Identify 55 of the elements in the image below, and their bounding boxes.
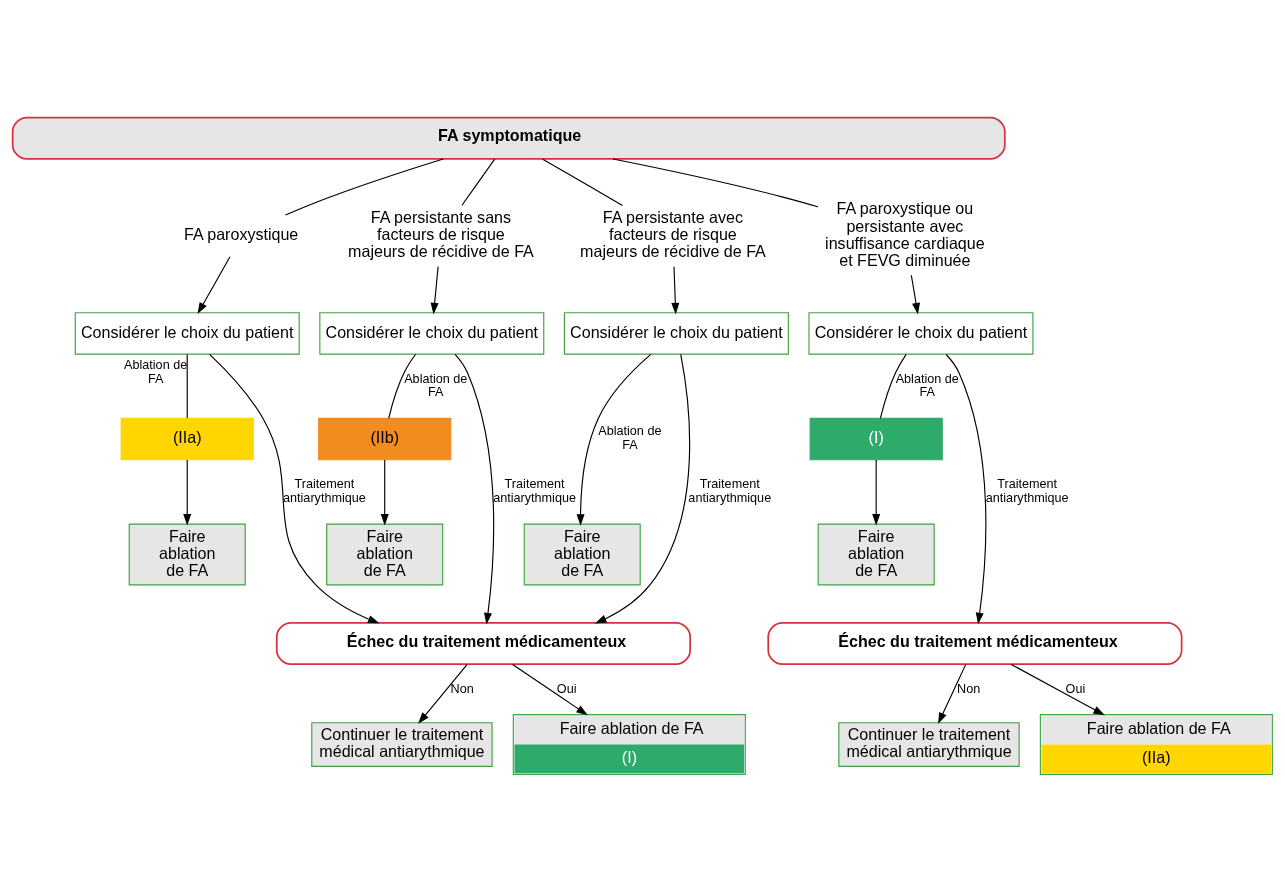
node-box: Échec du traitement médicamenteux <box>767 621 1183 665</box>
arrow <box>418 663 468 724</box>
node-box: FA symptomatique <box>11 116 1006 160</box>
edge-label: Oui <box>556 681 577 696</box>
node-box: Faire ablation de FA <box>326 523 444 585</box>
arrow <box>945 353 987 624</box>
node-box: Continuer le traitement médical antiarythmique <box>311 721 493 767</box>
connector <box>186 353 188 419</box>
edge-label: Traitement antiarythmique <box>493 476 576 505</box>
node-box: (IIb) <box>318 417 452 460</box>
node-text: FA persistante avec facteurs de risque majeurs de récidive de FA <box>580 207 766 260</box>
edge-label: Traitement antiarythmique <box>283 476 366 505</box>
node-box: Faire ablation de FA <box>523 523 641 585</box>
node-box: Faire ablation de FA <box>817 523 935 585</box>
connector <box>284 157 444 216</box>
arrow <box>430 265 439 314</box>
node-text: FA paroxystique <box>184 224 299 243</box>
arrow <box>938 663 967 724</box>
node-box: Considérer le choix du patient <box>808 311 1034 355</box>
arrow <box>454 353 495 624</box>
node-text: FA paroxystique ou persistante avec insuffisance cardiaque et FEVG diminuée <box>825 198 985 269</box>
connector <box>461 158 496 206</box>
connector <box>542 158 623 206</box>
arrow <box>671 265 680 314</box>
node-box: Faire ablation de FA <box>128 523 246 585</box>
arrow <box>1010 663 1105 715</box>
node-box: Continuer le traitement médical antiarythmique <box>838 721 1020 767</box>
edge-label: Ablation de FA <box>895 371 959 399</box>
arrow <box>872 458 881 525</box>
node-box: Considérer le choix du patient <box>563 311 789 355</box>
arrow <box>209 353 380 623</box>
arrow <box>380 458 389 525</box>
arrow <box>183 458 192 525</box>
arrow <box>576 353 652 526</box>
edge-label: Ablation de FA <box>124 357 188 386</box>
node-box: (IIa) <box>120 417 254 460</box>
edge-label: Ablation de FA <box>404 371 468 399</box>
edge-label: Traitement antiarythmique <box>688 476 772 505</box>
edge-label: Ablation de FA <box>598 423 662 452</box>
node-box: Considérer le choix du patient <box>319 311 545 355</box>
node-box: (I) <box>809 417 943 460</box>
arrow <box>595 353 691 623</box>
node-text: FA persistante sans facteurs de risque majeurs de récidive de FA <box>348 207 534 260</box>
arrow <box>512 663 588 715</box>
connector <box>388 353 417 419</box>
edge-label: Traitement antiarythmique <box>985 476 1069 505</box>
edge-label: Oui <box>1065 681 1086 696</box>
arrow <box>197 255 231 314</box>
node-box: Échec du traitement médicamenteux <box>275 621 691 665</box>
arrow <box>910 274 920 314</box>
edge-label: Non <box>450 681 474 696</box>
connector <box>879 353 907 419</box>
edge-label: Non <box>957 681 981 696</box>
connector <box>612 157 819 207</box>
node-box: Considérer le choix du patient <box>74 311 300 355</box>
